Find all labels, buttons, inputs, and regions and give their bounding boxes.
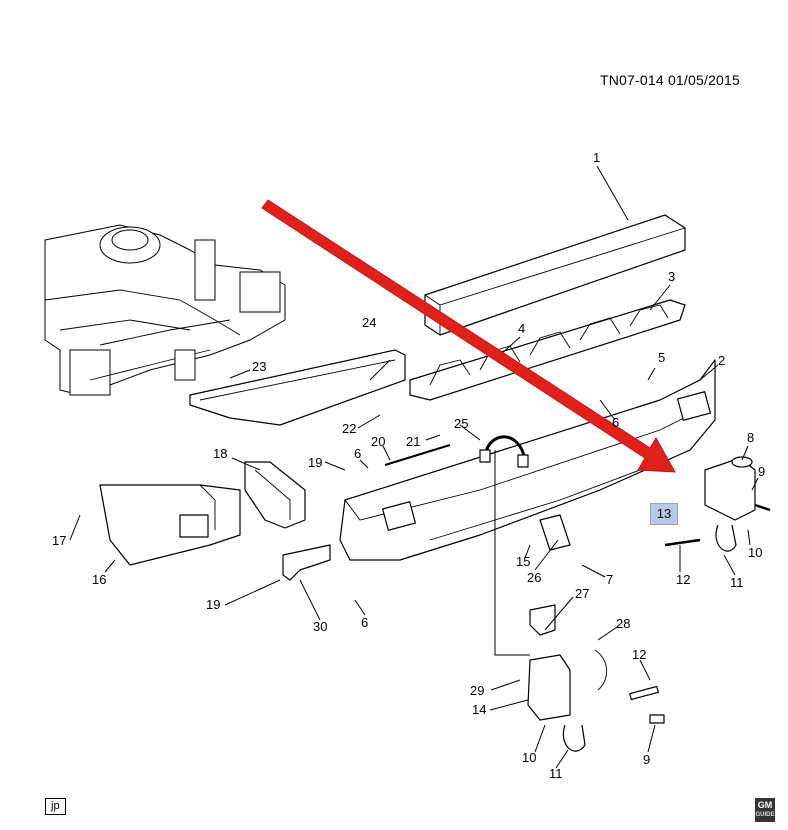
diagram-reference: TN07-014 01/05/2015 xyxy=(600,72,741,88)
callout-9b: 9 xyxy=(643,752,650,767)
author-tag: jp xyxy=(45,798,66,815)
part-3-bracket xyxy=(409,299,686,401)
callout-2: 2 xyxy=(718,353,725,368)
callout-18: 18 xyxy=(213,446,227,461)
callout-11a: 11 xyxy=(730,575,744,590)
callout-26: 26 xyxy=(527,570,541,585)
part-18-bracket xyxy=(244,461,306,529)
part-16-end-cap xyxy=(99,484,241,566)
callout-19a: 19 xyxy=(308,455,322,470)
part-8-hitch-bracket xyxy=(704,456,756,552)
highlighted-callout-13: 13 xyxy=(650,503,678,525)
vehicle-frame xyxy=(44,224,286,396)
callout-29: 29 xyxy=(470,683,484,698)
part-20-rod xyxy=(384,444,451,466)
callout-9a: 9 xyxy=(758,464,765,479)
gm-logo-icon: GM GUIDE xyxy=(755,798,775,822)
callout-12a: 12 xyxy=(676,572,690,587)
callout-10a: 10 xyxy=(748,545,762,560)
callout-24: 24 xyxy=(362,315,376,330)
callout-30: 30 xyxy=(313,619,327,634)
callout-14: 14 xyxy=(472,702,486,717)
callout-10b: 10 xyxy=(522,750,536,765)
part-30-hanger xyxy=(282,544,331,581)
part-25-harness xyxy=(479,435,529,468)
callout-11b: 11 xyxy=(549,766,563,781)
callout-19b: 19 xyxy=(206,597,220,612)
highlight-arrow xyxy=(261,199,676,473)
part-12-bolts xyxy=(664,503,771,547)
part-1-reinforcement xyxy=(424,214,686,336)
callout-28: 28 xyxy=(616,616,630,631)
callout-21: 21 xyxy=(406,434,420,449)
callout-16: 16 xyxy=(92,572,106,587)
callout-5: 5 xyxy=(658,350,665,365)
callout-27: 27 xyxy=(575,586,589,601)
callout-labels: 1 3 4 5 2 6 8 9 10 11 12 7 15 26 24 23 2… xyxy=(52,150,765,781)
callout-17: 17 xyxy=(52,533,66,548)
callout-6a: 6 xyxy=(612,415,619,430)
callout-1: 1 xyxy=(593,150,600,165)
callout-20: 20 xyxy=(371,434,385,449)
gm-logo-subtext: GUIDE xyxy=(755,812,775,818)
callout-4: 4 xyxy=(518,321,525,336)
leader-lines xyxy=(69,165,759,769)
gm-logo-text: GM xyxy=(757,800,773,810)
part-14-hitch-assembly xyxy=(527,604,665,752)
callout-8: 8 xyxy=(747,430,754,445)
callout-6b: 6 xyxy=(354,446,361,461)
callout-22: 22 xyxy=(342,421,356,436)
part-24-step-pad xyxy=(189,349,406,426)
callout-6c: 6 xyxy=(361,615,368,630)
callout-25: 25 xyxy=(454,416,468,431)
callout-15: 15 xyxy=(516,554,530,569)
callout-3: 3 xyxy=(668,269,675,284)
callout-7: 7 xyxy=(606,572,613,587)
callout-12b: 12 xyxy=(632,647,646,662)
callout-23: 23 xyxy=(252,359,266,374)
